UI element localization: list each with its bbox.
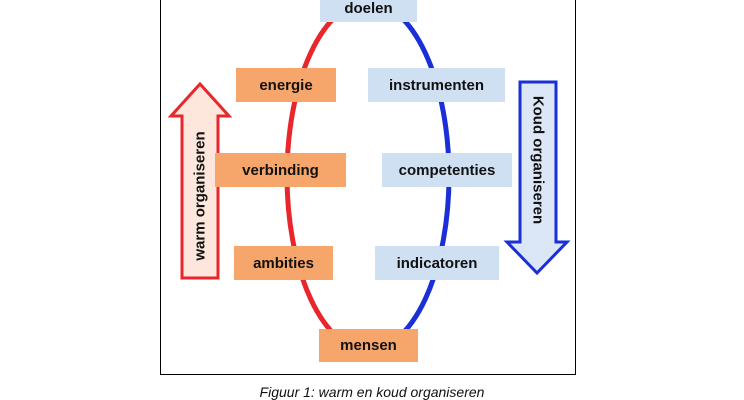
top-box-doelen: doelen: [320, 0, 417, 22]
cold-arrow-down-icon: [503, 80, 571, 276]
figure-caption: Figuur 1: warm en koud organiseren: [259, 384, 485, 400]
warm-arrow-label: warm organiseren: [192, 131, 209, 261]
cold-box-indicatoren: indicatoren: [375, 246, 499, 280]
cold-box-competenties: competenties: [382, 153, 512, 187]
warm-arrow-up-icon: [167, 81, 233, 280]
warm-box-verbinding: verbinding: [215, 153, 346, 187]
warm-box-energie: energie: [236, 68, 336, 102]
cold-box-instrumenten: instrumenten: [368, 68, 505, 102]
cold-arrow-label: Koud organiseren: [530, 96, 547, 224]
warm-box-ambities: ambities: [234, 246, 333, 280]
bottom-box-mensen: mensen: [319, 329, 418, 362]
diagram-frame: [160, 0, 576, 375]
